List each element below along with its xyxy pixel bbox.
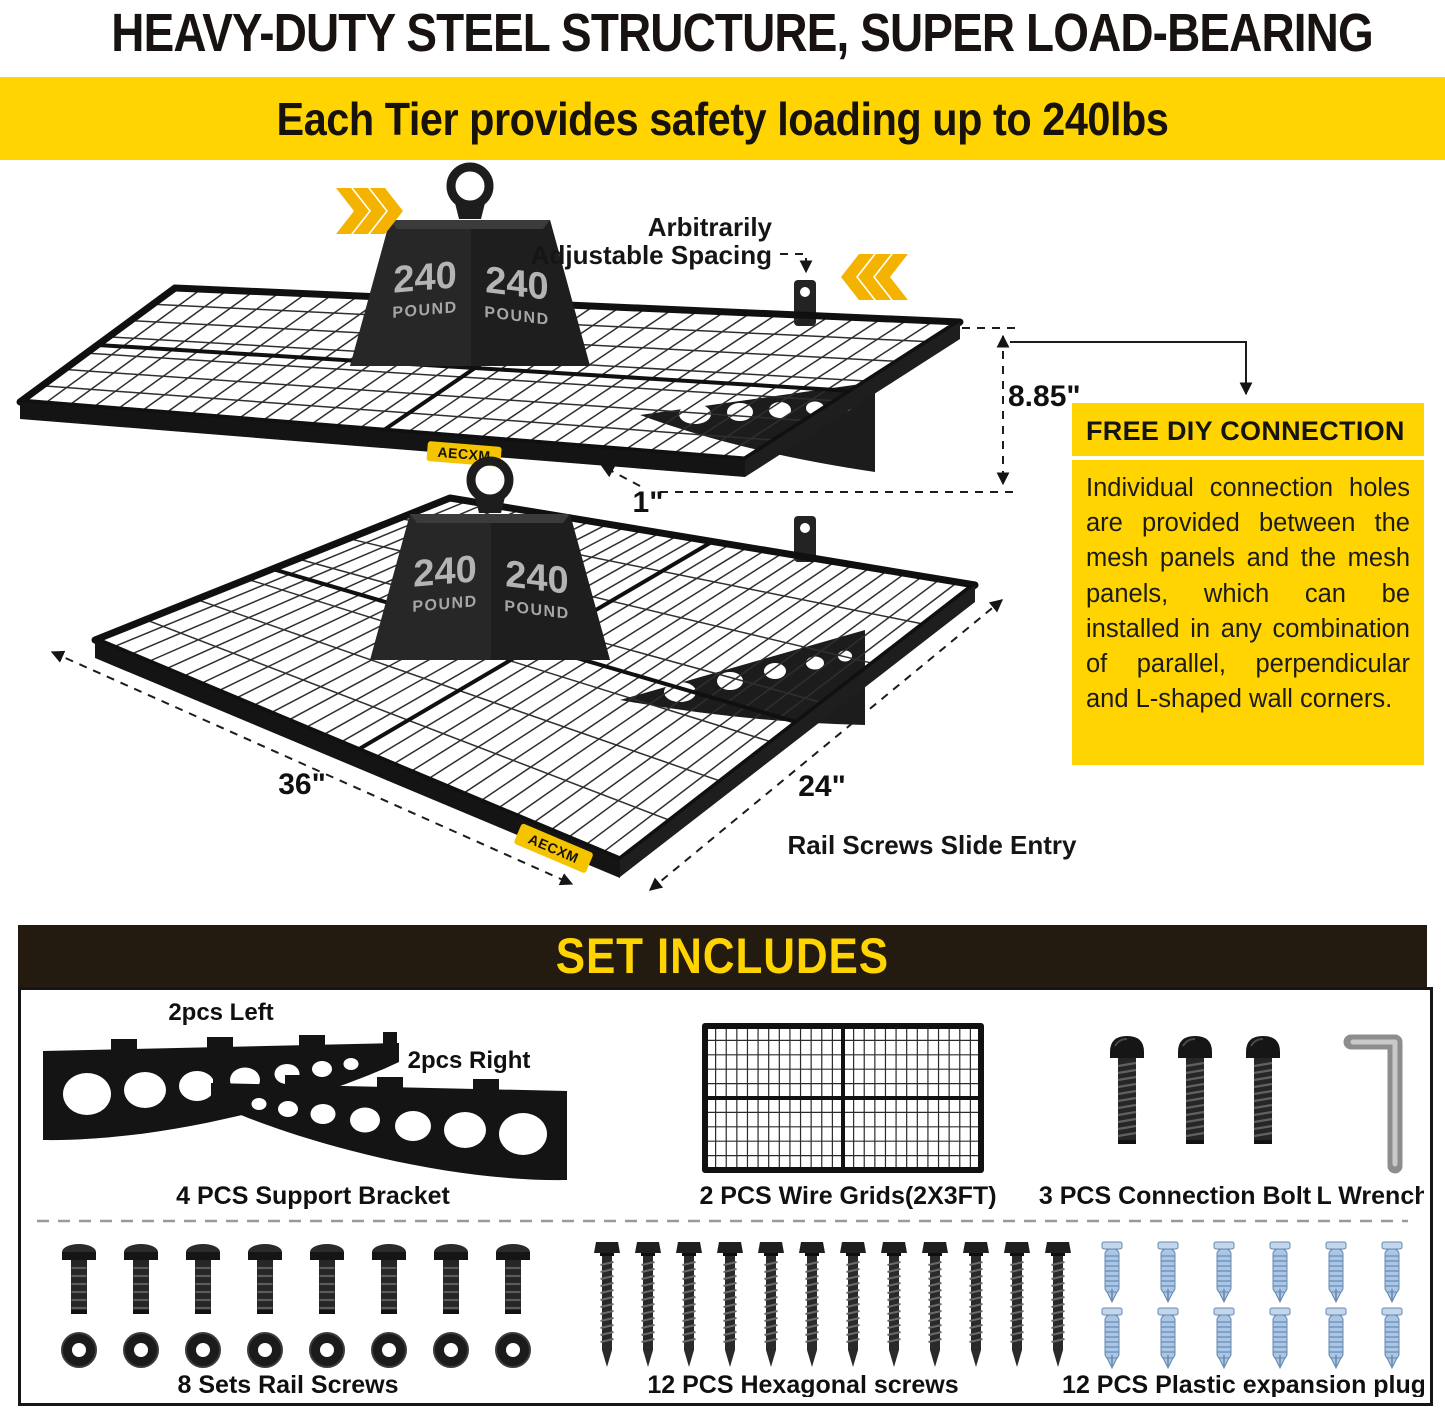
rail-entry-label: Rail Screws Slide Entry bbox=[787, 830, 1077, 860]
set-includes-title: SET INCLUDES bbox=[555, 928, 890, 984]
main-headline-text: HEAVY-DUTY STEEL STRUCTURE, SUPER LOAD-B… bbox=[111, 3, 1373, 63]
brand-badge-text: AECXM bbox=[437, 444, 491, 464]
annotations: Arbitrarily Adjustable Spacing 8.85" 1" … bbox=[50, 188, 1253, 891]
free-diy-connection-box: FREE DIY CONNECTION Individual connectio… bbox=[1072, 403, 1424, 765]
shelf-front-rail bbox=[20, 402, 745, 477]
adjustable-spacing-pointer bbox=[780, 253, 813, 274]
bolt-caption: 3 PCS Connection Bolt bbox=[1039, 1182, 1312, 1210]
info-box-body: Individual connection holes are provided… bbox=[1086, 474, 1410, 714]
set-includes-panel: 2pcs Left 2pcs Right 4 PCS Support Brack… bbox=[18, 987, 1433, 1406]
load-rating-banner: Each Tier provides safety loading up to … bbox=[0, 77, 1445, 160]
info-box-title: FREE DIY CONNECTION bbox=[1072, 403, 1424, 460]
adjustable-spacing-label-line1: Arbitrarily bbox=[648, 212, 773, 242]
adjustable-spacing-label-line2: Adjustable Spacing bbox=[531, 240, 772, 270]
shelf-diagram: 240 POUND 240 POUND bbox=[0, 160, 1445, 925]
depth-dimension-line bbox=[648, 599, 1004, 891]
load-rating-text: Each Tier provides safety loading up to … bbox=[276, 92, 1169, 145]
width-dimension-line bbox=[50, 650, 574, 886]
wall-mount-plate bbox=[794, 516, 816, 562]
bracket-caption: 4 PCS Support Bracket bbox=[176, 1182, 450, 1210]
upper-shelf: AECXM bbox=[16, 167, 964, 477]
chevrons-left-icon bbox=[841, 254, 908, 300]
set-includes-banner: SET INCLUDES bbox=[18, 925, 1427, 987]
info-box-pointer bbox=[1010, 341, 1253, 396]
shelf-diagram-canvas: 240 POUND 240 POUND bbox=[16, 160, 1253, 891]
shelf-width-label: 36" bbox=[278, 768, 326, 801]
shelf-side-rail bbox=[745, 322, 960, 477]
bracket-left-label: 2pcs Left bbox=[168, 999, 273, 1026]
hole-offset-pointer bbox=[600, 465, 641, 487]
l-wrench-illustration: L Wrench bbox=[1317, 1034, 1425, 1210]
chevrons-right-icon bbox=[336, 188, 403, 234]
main-headline: HEAVY-DUTY STEEL STRUCTURE, SUPER LOAD-B… bbox=[0, 2, 1445, 64]
support-bracket-illustration: 2pcs Left 2pcs Right 4 PCS Support Brack… bbox=[43, 999, 567, 1210]
shelf-depth-label: 24" bbox=[798, 770, 846, 803]
l-wrench-icon bbox=[1343, 1034, 1403, 1174]
wire-grid-mesh bbox=[702, 1023, 984, 1173]
wrench-caption: L Wrench bbox=[1317, 1182, 1425, 1210]
plugs-caption: 12 PCS Plastic expansion plugs bbox=[1062, 1371, 1424, 1397]
bracket-right-label: 2pcs Right bbox=[408, 1047, 531, 1074]
rail-screws-illustration: 8 Sets Rail Screws bbox=[60, 1242, 532, 1397]
expansion-plugs-illustration: 12 PCS Plastic expansion plugs bbox=[1062, 1241, 1424, 1397]
set-includes-canvas: 2pcs Left 2pcs Right 4 PCS Support Brack… bbox=[37, 999, 1425, 1397]
wire-grid-illustration: 2 PCS Wire Grids(2X3FT) bbox=[699, 1023, 997, 1210]
grid-caption: 2 PCS Wire Grids(2X3FT) bbox=[699, 1182, 996, 1210]
hex-screws-caption: 12 PCS Hexagonal screws bbox=[647, 1371, 958, 1397]
tier-height-label: 8.85" bbox=[1008, 380, 1081, 413]
rail-screws-caption: 8 Sets Rail Screws bbox=[178, 1371, 399, 1397]
hex-screws-illustration: 12 PCS Hexagonal screws bbox=[593, 1241, 1072, 1397]
lower-shelf: AECXM bbox=[91, 461, 979, 878]
connection-bolts-illustration: 3 PCS Connection Bolt bbox=[1039, 1034, 1312, 1210]
hole-offset-label: 1" bbox=[633, 486, 664, 519]
